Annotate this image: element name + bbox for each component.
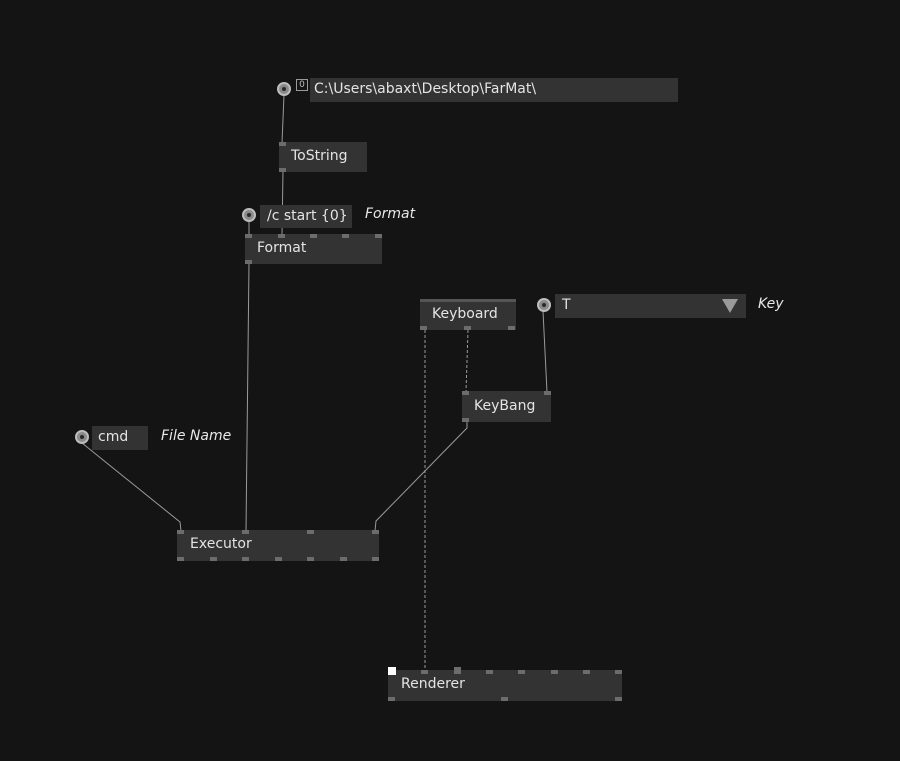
node-renderer[interactable]: Renderer [388,667,622,701]
link-keybang-to-executor [374,421,468,532]
path-input[interactable]: C:\Users\abaxt\Desktop\FarMat\ [310,78,678,102]
output-pin[interactable] [177,557,184,561]
link-keyboard-to-keybang [465,329,469,393]
node-executor[interactable]: Executor [177,530,379,561]
output-pin[interactable] [372,557,379,561]
input-pin[interactable] [342,234,349,238]
index-marker: 0 [296,79,308,91]
link-path-to-tostring [281,94,285,144]
input-pin[interactable] [279,142,286,146]
input-pin[interactable] [310,234,317,238]
selection-handle[interactable] [388,667,396,675]
node-label: Format [257,240,307,256]
node-label: ToString [291,148,348,164]
bang-format-string[interactable] [242,208,256,222]
input-pin[interactable] [551,670,558,674]
input-pin[interactable] [462,391,469,395]
input-pin[interactable] [615,670,622,674]
input-pin[interactable] [421,670,428,674]
output-pin[interactable] [210,557,217,561]
input-pin[interactable] [544,391,551,395]
link-filename-to-executor [81,442,182,532]
output-pin[interactable] [242,557,249,561]
output-pin[interactable] [508,326,515,330]
output-pin[interactable] [420,326,427,330]
output-pin[interactable] [245,260,252,264]
output-pin[interactable] [388,697,395,701]
node-tostring[interactable]: ToString [279,142,367,172]
bang-key[interactable] [537,298,551,312]
input-pin[interactable] [583,670,590,674]
node-label: KeyBang [474,398,536,414]
filename-value: cmd [98,429,129,445]
node-label: Keyboard [432,306,498,322]
format-string-input[interactable]: /c start {0} [260,205,352,228]
input-pin[interactable] [518,670,525,674]
input-pin[interactable] [245,234,252,238]
node-label: Executor [190,536,252,552]
node-top-bar [420,299,516,302]
bang-filename[interactable] [75,430,89,444]
node-format[interactable]: Format [245,234,382,264]
link-format-to-executor [245,262,250,532]
link-key-to-keybang [542,310,548,393]
bang-path[interactable] [277,82,291,96]
output-pin[interactable] [501,697,508,701]
filename-comment: File Name [161,428,232,444]
input-pin[interactable] [486,670,493,674]
output-pin[interactable] [307,557,314,561]
format-string-value: /c start {0} [267,208,348,224]
input-pin[interactable] [454,667,461,674]
node-keyboard[interactable]: Keyboard [420,299,516,330]
node-label: Renderer [401,676,465,692]
output-pin[interactable] [615,697,622,701]
filename-input[interactable]: cmd [92,426,148,450]
key-dropdown[interactable]: T [555,294,746,318]
input-pin[interactable] [278,234,285,238]
node-keybang[interactable]: KeyBang [462,391,551,422]
path-value: C:\Users\abaxt\Desktop\FarMat\ [314,81,537,97]
input-pin[interactable] [375,234,382,238]
key-value: T [562,297,571,313]
input-pin[interactable] [307,530,314,534]
chevron-down-icon[interactable] [722,299,738,313]
output-pin[interactable] [462,418,469,422]
input-pin[interactable] [177,530,184,534]
input-pin[interactable] [242,530,249,534]
output-pin[interactable] [275,557,282,561]
output-pin[interactable] [279,168,286,172]
format-comment: Format [365,206,416,222]
input-pin[interactable] [372,530,379,534]
output-pin[interactable] [464,326,471,330]
key-comment: Key [758,296,784,312]
output-pin[interactable] [340,557,347,561]
index-marker-label: 0 [299,80,305,90]
